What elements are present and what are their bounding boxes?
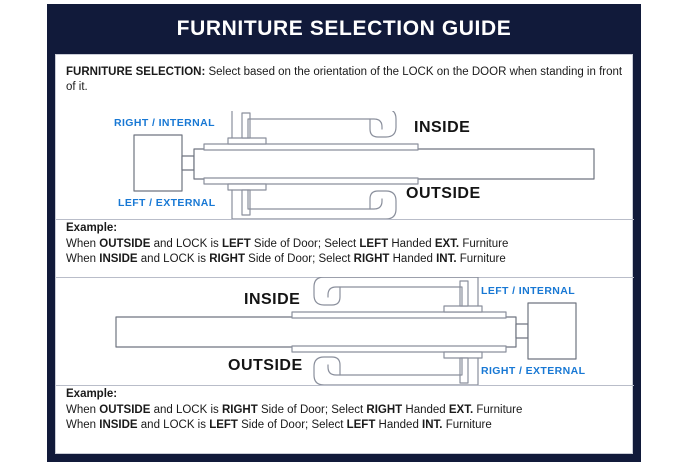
ex1-l2-p2: and LOCK is [137,253,210,265]
ex1-l2-b3: RIGHT [353,253,390,265]
ex1-l1-b3: LEFT [359,237,389,250]
ex2-l2-b4: INT. [422,419,443,431]
title-bar: FURNITURE SELECTION GUIDE [47,4,641,54]
ex2-l1-p1: When [66,403,100,416]
door-leaf-top [193,148,595,180]
label-right-external-bottom: RIGHT / EXTERNAL [481,365,586,377]
label-outside-bottom: OUTSIDE [228,357,303,374]
ex1-l1-p2: and LOCK is [150,237,222,250]
intro-label: FURNITURE SELECTION: [66,66,206,78]
rose-upper-top [227,137,267,145]
spindle-upper-bottom [459,280,469,307]
intro-text: Select based on the orientation of the L… [66,66,623,93]
lever-handle-upper-outer-top [231,111,397,139]
ex2-l1-b4: EXT. [448,403,474,416]
outside-plate-top [203,177,419,185]
intro-paragraph: FURNITURE SELECTION: Select based on the… [66,65,624,95]
ex2-l2-b1: INSIDE [99,419,138,431]
ex2-l2-b3: LEFT [346,419,376,431]
lever-handle-lower-outer-bottom [313,356,479,385]
ex1-l1-p3: Side of Door; Select [250,237,360,250]
label-inside-top: INSIDE [414,119,471,136]
example-bottom-line-1: When OUTSIDE and LOCK is RIGHT Side of D… [66,403,626,419]
label-inside-bottom: INSIDE [244,291,301,308]
ex1-l2-b1: INSIDE [99,253,138,265]
ex2-l1-p4: Handed [402,403,449,416]
ex2-l2-p3: Side of Door; Select [237,419,347,431]
ex2-l1-b1: OUTSIDE [99,403,151,416]
ex2-l1-p3: Side of Door; Select [257,403,367,416]
ex1-l1-p1: When [66,237,100,250]
latch-tongue-bottom [515,323,529,339]
label-outside-top: OUTSIDE [406,185,481,202]
ex2-l1-p5: Furniture [473,403,523,416]
outside-plate-bottom [291,345,507,353]
ex1-l1-b2: LEFT [221,237,251,250]
page-title: FURNITURE SELECTION GUIDE [176,17,512,40]
example-bottom-line-2: When INSIDE and LOCK is LEFT Side of Doo… [66,418,626,434]
ex1-l1-p4: Handed [388,237,435,250]
label-left-external-top: LEFT / EXTERNAL [118,197,216,209]
guide-frame: FURNITURE SELECTION GUIDE FURNITURE SELE… [47,4,641,462]
divider-above-example-top [56,219,634,220]
spindle-upper-top [241,112,251,139]
spindle-lower-top [241,189,251,216]
ex1-l1-b4: EXT. [434,237,460,250]
content-card: FURNITURE SELECTION: Select based on the… [55,54,634,454]
door-diagram-top: RIGHT / INTERNAL LEFT / EXTERNAL INSIDE … [56,111,634,219]
example-bottom-heading: Example: [66,388,118,400]
ex1-l2-b2: RIGHT [209,253,245,265]
lock-body-bottom [527,302,577,360]
rose-lower-top [227,183,267,191]
lever-handle-upper-inner-bottom [327,286,463,307]
ex1-l2-b4: INT. [436,253,457,265]
example-top-heading: Example: [66,222,118,234]
rose-lower-bottom [443,351,483,359]
lever-handle-lower-inner-top [247,189,383,210]
inside-plate-top [203,143,419,151]
example-top-line-2: When INSIDE and LOCK is RIGHT Side of Do… [66,252,626,268]
spindle-lower-bottom [459,357,469,384]
door-diagram-bottom-svg [115,277,577,385]
door-leaf-bottom [115,316,517,348]
door-diagram-bottom: LEFT / INTERNAL RIGHT / EXTERNAL INSIDE … [56,277,634,385]
latch-tongue-top [181,155,195,171]
divider-above-example-bottom [56,385,634,386]
lever-handle-lower-outer-top [231,189,397,219]
ex2-l2-p4: Handed [375,419,423,431]
ex1-l2-p1: When [66,253,100,265]
ex1-l2-p5: Furniture [456,253,506,265]
ex1-l2-p4: Handed [389,253,437,265]
example-block-top: Example: When OUTSIDE and LOCK is LEFT S… [66,221,626,268]
label-left-internal-bottom: LEFT / INTERNAL [481,285,576,297]
inside-plate-bottom [291,311,507,319]
ex2-l2-p1: When [66,419,100,431]
ex2-l1-p2: and LOCK is [150,403,222,416]
ex2-l2-p5: Furniture [442,419,492,431]
ex2-l1-b3: RIGHT [366,403,403,416]
ex1-l2-p3: Side of Door; Select [244,253,354,265]
example-top-line-1: When OUTSIDE and LOCK is LEFT Side of Do… [66,237,626,253]
door-diagram-top-svg [133,111,595,219]
ex1-l1-b1: OUTSIDE [99,237,151,250]
lever-handle-upper-inner-top [247,118,383,139]
lever-handle-lower-inner-bottom [327,357,463,376]
label-right-internal-top: RIGHT / INTERNAL [114,117,215,129]
lever-handle-upper-outer-bottom [313,277,479,307]
example-block-bottom: Example: When OUTSIDE and LOCK is RIGHT … [66,387,626,434]
ex2-l1-b2: RIGHT [221,403,258,416]
ex2-l2-b2: LEFT [209,419,238,431]
rose-upper-bottom [443,305,483,313]
lock-body-top [133,134,183,192]
ex1-l1-p5: Furniture [459,237,509,250]
ex2-l2-p2: and LOCK is [137,419,210,431]
